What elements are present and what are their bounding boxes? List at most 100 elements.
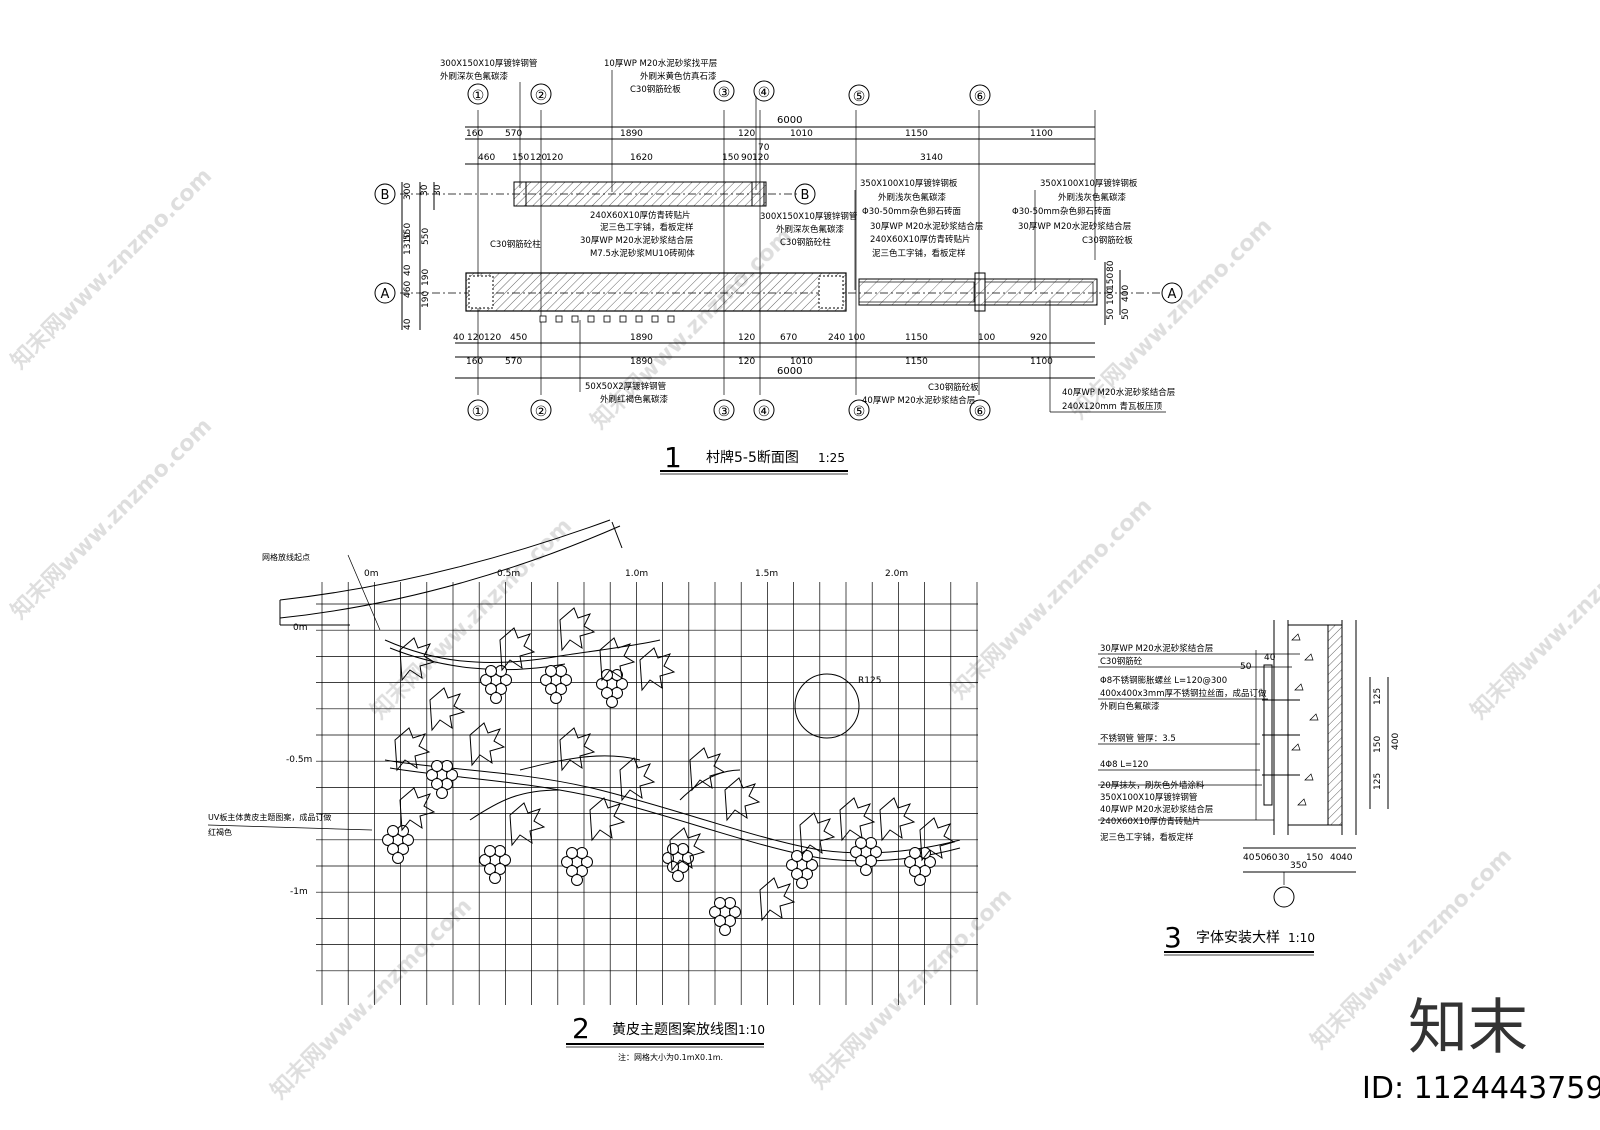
dim-label: 460 bbox=[403, 281, 413, 298]
watermark-text: 知末网www.znzmo.com bbox=[946, 493, 1157, 704]
leader-label: M7.5水泥砂浆MU10砖砌体 bbox=[590, 248, 695, 259]
grape bbox=[677, 843, 689, 855]
dim-label: 40 bbox=[1264, 653, 1276, 663]
detail-label: 外刷白色氟碳漆 bbox=[1100, 701, 1160, 712]
dim-label: 50 bbox=[1106, 308, 1116, 320]
total-dim: 6000 bbox=[777, 366, 802, 377]
leader-label: 300X150X10厚镀锌钢管 bbox=[440, 58, 537, 69]
detail-label: 240X60X10厚仿青砖贴片 bbox=[1100, 816, 1201, 827]
dim-label: 125 bbox=[1373, 773, 1383, 790]
grape bbox=[855, 837, 867, 849]
grape bbox=[850, 846, 862, 858]
dim-label: 670 bbox=[780, 333, 797, 343]
grid-note: 注：网格大小为0.1mX0.1m. bbox=[618, 1052, 723, 1062]
dim-label: 460 bbox=[478, 153, 495, 163]
leader-label: Φ30-50mm杂色卵石砖面 bbox=[1012, 206, 1111, 217]
grape bbox=[786, 859, 798, 871]
grape bbox=[909, 865, 921, 877]
drawing-1-section: 6000 160 570 1890 120 1010 1150 1100 70 … bbox=[374, 58, 1183, 475]
vine-branches bbox=[384, 639, 961, 862]
detail-label: 20厚抹灰，刷灰色外墙涂料 bbox=[1100, 780, 1205, 791]
moon-circle bbox=[794, 673, 860, 739]
wall-concrete-marks bbox=[1291, 633, 1319, 806]
leader-label: 泥三色工字铺，看板定样 bbox=[600, 222, 694, 233]
leader-label: 240X120mm 青瓦板压顶 bbox=[1062, 401, 1163, 412]
grape bbox=[870, 846, 882, 858]
dim-label: 190 bbox=[421, 291, 431, 308]
leader-label: 30厚WP M20水泥砂浆结合层 bbox=[1018, 221, 1131, 232]
detail-label: Φ8不锈钢膨胀螺丝 L=120@300 bbox=[1100, 675, 1227, 686]
watermark-text: 知末网www.znzmo.com bbox=[6, 163, 217, 374]
y-axis-label: -1m bbox=[290, 887, 308, 897]
grape bbox=[484, 863, 496, 875]
dim-label: 100 bbox=[978, 333, 995, 343]
x-axis-label: 0.5m bbox=[497, 569, 520, 579]
dim-label: 1010 bbox=[790, 357, 813, 367]
grape bbox=[540, 674, 552, 686]
top-dim-chain bbox=[465, 126, 1095, 165]
total-dim: 6000 bbox=[777, 115, 802, 126]
axis-label: ③ bbox=[718, 85, 731, 101]
dim-label: 3140 bbox=[920, 153, 943, 163]
drawing-number: 3 bbox=[1164, 921, 1182, 954]
grape bbox=[484, 845, 496, 857]
watermark-id: ID: 1124443759 bbox=[1362, 1071, 1600, 1106]
grape bbox=[865, 837, 877, 849]
dim-label: 120 bbox=[484, 333, 501, 343]
dim-label: 190 bbox=[421, 269, 431, 286]
x-axis-label: 1.5m bbox=[755, 569, 778, 579]
vine-leaf bbox=[919, 817, 956, 862]
row-axis-label: A bbox=[1168, 287, 1177, 302]
top-beam bbox=[513, 181, 767, 207]
dim-label: 350 bbox=[1290, 861, 1307, 871]
vine-leaf bbox=[619, 757, 656, 802]
leader-label: Φ30-50mm杂色卵石砖面 bbox=[862, 206, 961, 217]
detail-label: 30厚WP M20水泥砂浆结合层 bbox=[1100, 643, 1213, 654]
dim-label: 920 bbox=[1030, 333, 1047, 343]
row-axis-label: A bbox=[381, 287, 390, 302]
dim-label: 120 bbox=[752, 153, 769, 163]
axis-label: ④ bbox=[758, 85, 771, 101]
leader-label: 泥三色工字铺，看板定样 bbox=[872, 248, 966, 259]
row-axis-label: B bbox=[381, 188, 390, 203]
vine-leaf bbox=[799, 812, 836, 857]
grape bbox=[397, 825, 409, 837]
leader-label: 外刷红褐色氟碳漆 bbox=[600, 394, 669, 405]
drawing-title: 字体安装大样 bbox=[1196, 930, 1280, 946]
drawing-title: 村牌5-5断面图 bbox=[706, 449, 799, 466]
leader-label: 240X60X10厚仿青砖贴片 bbox=[590, 210, 691, 221]
dim-label: 60 bbox=[1266, 853, 1278, 863]
leader-label: C30钢筋砼板 bbox=[630, 84, 681, 95]
dim-label: 160 bbox=[466, 129, 483, 139]
grape bbox=[801, 850, 813, 862]
grape bbox=[436, 787, 448, 799]
dim-label: 1010 bbox=[790, 129, 813, 139]
dim-label: 50 bbox=[1240, 662, 1252, 672]
dim-label: 400 bbox=[1391, 733, 1401, 750]
vine-leaf bbox=[429, 687, 466, 732]
leader-label: 外刷深灰色氟碳漆 bbox=[440, 71, 509, 82]
drawing-scale: 1:10 bbox=[1288, 931, 1315, 945]
vine-leaf bbox=[669, 827, 706, 872]
leader-label: 350X100X10厚镀锌钢板 bbox=[1040, 178, 1138, 189]
grape bbox=[571, 874, 583, 886]
leader-label: 外刷深灰色氟碳漆 bbox=[776, 224, 845, 235]
dim-label: 1890 bbox=[620, 129, 643, 139]
grape bbox=[555, 665, 567, 677]
dim-label: 90 bbox=[741, 153, 753, 163]
vine-leaf bbox=[399, 637, 436, 682]
leader-label: 10厚WP M20水泥砂浆找平层 bbox=[604, 58, 717, 69]
vine-leaf bbox=[879, 797, 916, 842]
vine-leaf bbox=[559, 607, 596, 652]
grape bbox=[480, 674, 492, 686]
x-axis-label: 0m bbox=[364, 569, 379, 579]
dim-label: 100 bbox=[848, 333, 865, 343]
axis-label: ⑥ bbox=[974, 404, 987, 420]
dim-label: 300 bbox=[403, 183, 413, 200]
leader-labels: 300X150X10厚镀锌钢管 外刷深灰色氟碳漆 10厚WP M20水泥砂浆找平… bbox=[440, 58, 1175, 412]
grape bbox=[796, 877, 808, 889]
dim-label: 40 bbox=[403, 264, 413, 276]
drawing-number: 2 bbox=[572, 1012, 590, 1045]
radius-label: R125 bbox=[858, 676, 881, 686]
